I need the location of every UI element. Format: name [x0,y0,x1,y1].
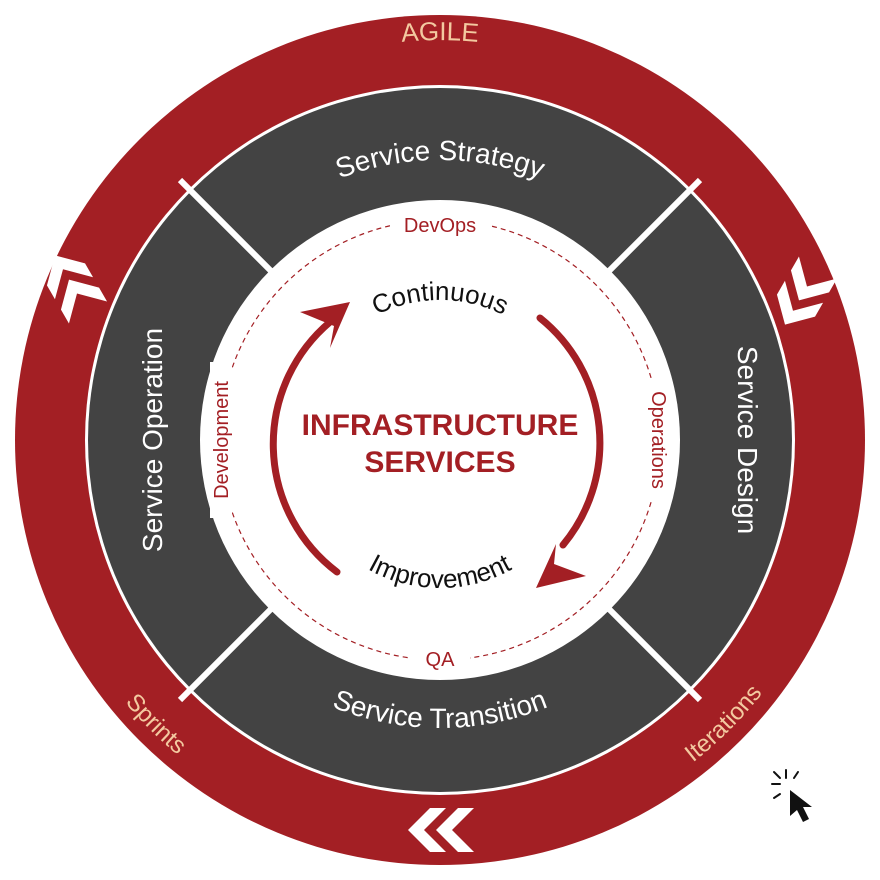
development-label-bg [210,362,232,518]
agile-label: AGILE [400,16,480,48]
cursor-click-icon [771,769,812,822]
center-title-line2: SERVICES [364,446,515,479]
chevron-double-icon [46,255,838,852]
qa-label: QA [426,649,456,671]
arrowhead-icon [300,302,586,588]
devops-label: DevOps [404,215,476,237]
operations-label-bg [648,378,670,502]
service-operation-label: Service Operation [137,328,168,552]
operations-label: Operations [647,391,669,489]
devops-label-bg [390,212,490,234]
service-design-label: Service Design [732,346,763,534]
center-title-line1: INFRASTRUCTURE [302,409,579,442]
development-label: Development [211,381,233,499]
continuous-improvement-arrows [269,314,604,576]
qa-label-bg [410,648,470,670]
